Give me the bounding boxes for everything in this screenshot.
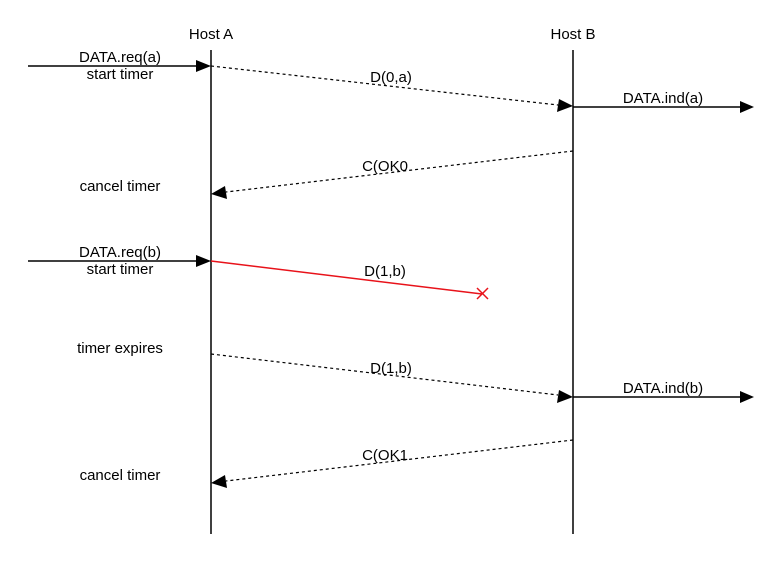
msg-d0a-label: D(0,a) [370,69,412,86]
ind-a-label: DATA.ind(a) [623,90,703,107]
cancel-timer-label-2: cancel timer [80,467,161,484]
msg-d1b-lost-line [210,260,483,295]
ind-b-label: DATA.ind(b) [623,380,703,397]
lost-marker-icon [476,287,489,300]
msg-d1b-retx-arrowhead [557,390,573,403]
req-a-label: DATA.req(a) [79,49,161,66]
req-b-label: DATA.req(b) [79,244,161,261]
start-timer-label-2: start timer [87,261,154,278]
msg-d0a-arrowhead [557,99,573,112]
msg-c-ok1-arrowhead [211,475,227,488]
req-b-arrowhead [196,255,211,267]
ind-a-arrowhead [740,101,754,113]
msg-d1b-retx-label: D(1,b) [370,360,412,377]
msg-c-ok0-label: C(OK0 [362,158,408,175]
ind-b-arrowhead [740,391,754,403]
msg-d1b-lost-label: D(1,b) [364,263,406,280]
timer-expires-label: timer expires [77,340,163,357]
msg-c-ok0-arrowhead [211,186,227,199]
msg-c-ok1-line [225,439,574,482]
req-a-arrowhead [196,60,211,72]
msg-c-ok1-label: C(OK1 [362,447,408,464]
host-a-label: Host A [189,26,233,43]
msg-c-ok0-line [225,150,574,193]
start-timer-label-1: start timer [87,66,154,83]
msg-d0a-line [210,65,559,106]
host-b-label: Host B [550,26,595,43]
msg-d1b-retx-line [210,353,559,396]
cancel-timer-label-1: cancel timer [80,178,161,195]
